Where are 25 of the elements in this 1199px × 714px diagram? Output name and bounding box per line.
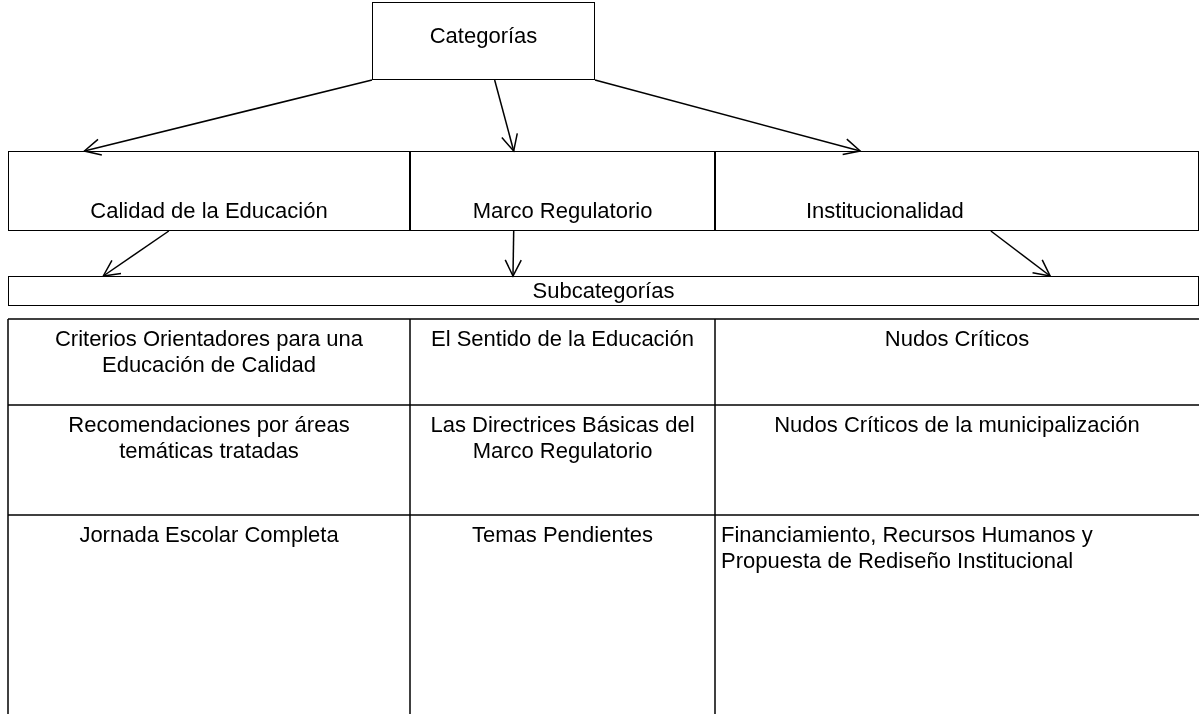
arrow (83, 79, 373, 156)
arrow (594, 79, 861, 156)
subcategory-label: Financiamiento, Recursos Humanos y Propuesta de Rediseño Institucional (720, 522, 1094, 574)
node-label: Marco Regulatorio (472, 198, 653, 224)
subcategory-header-band (8, 276, 1199, 306)
subcategory-label: Criterios Orientadores para una Educación de Calidad (53, 326, 365, 378)
subcategory-label: Jornada Escolar Completa (78, 522, 340, 548)
subcategory-label: Recomendaciones por áreas temáticas tratadas (67, 412, 351, 464)
category-box (8, 151, 410, 231)
arrow (102, 230, 170, 277)
node-label: Categorías (429, 23, 538, 49)
node-label: Institucionalidad (806, 198, 964, 224)
arrow (990, 230, 1051, 277)
arrow (504, 230, 522, 277)
subcategory-label: El Sentido de la Educación (430, 326, 695, 352)
subcategory-label: Nudos Críticos de la municipalización (773, 412, 1141, 438)
subcategory-label: Las Directrices Básicas del Marco Regulatorio (429, 412, 696, 464)
node-label: Calidad de la Educación (90, 198, 328, 224)
category-box (410, 151, 715, 231)
node-label: Subcategorías (532, 278, 675, 304)
category-header-box (372, 2, 595, 80)
subcategory-label: Nudos Críticos (883, 326, 1031, 352)
arrow (493, 79, 519, 152)
category-box (715, 151, 1199, 231)
subcategory-label: Temas Pendientes (471, 522, 654, 548)
